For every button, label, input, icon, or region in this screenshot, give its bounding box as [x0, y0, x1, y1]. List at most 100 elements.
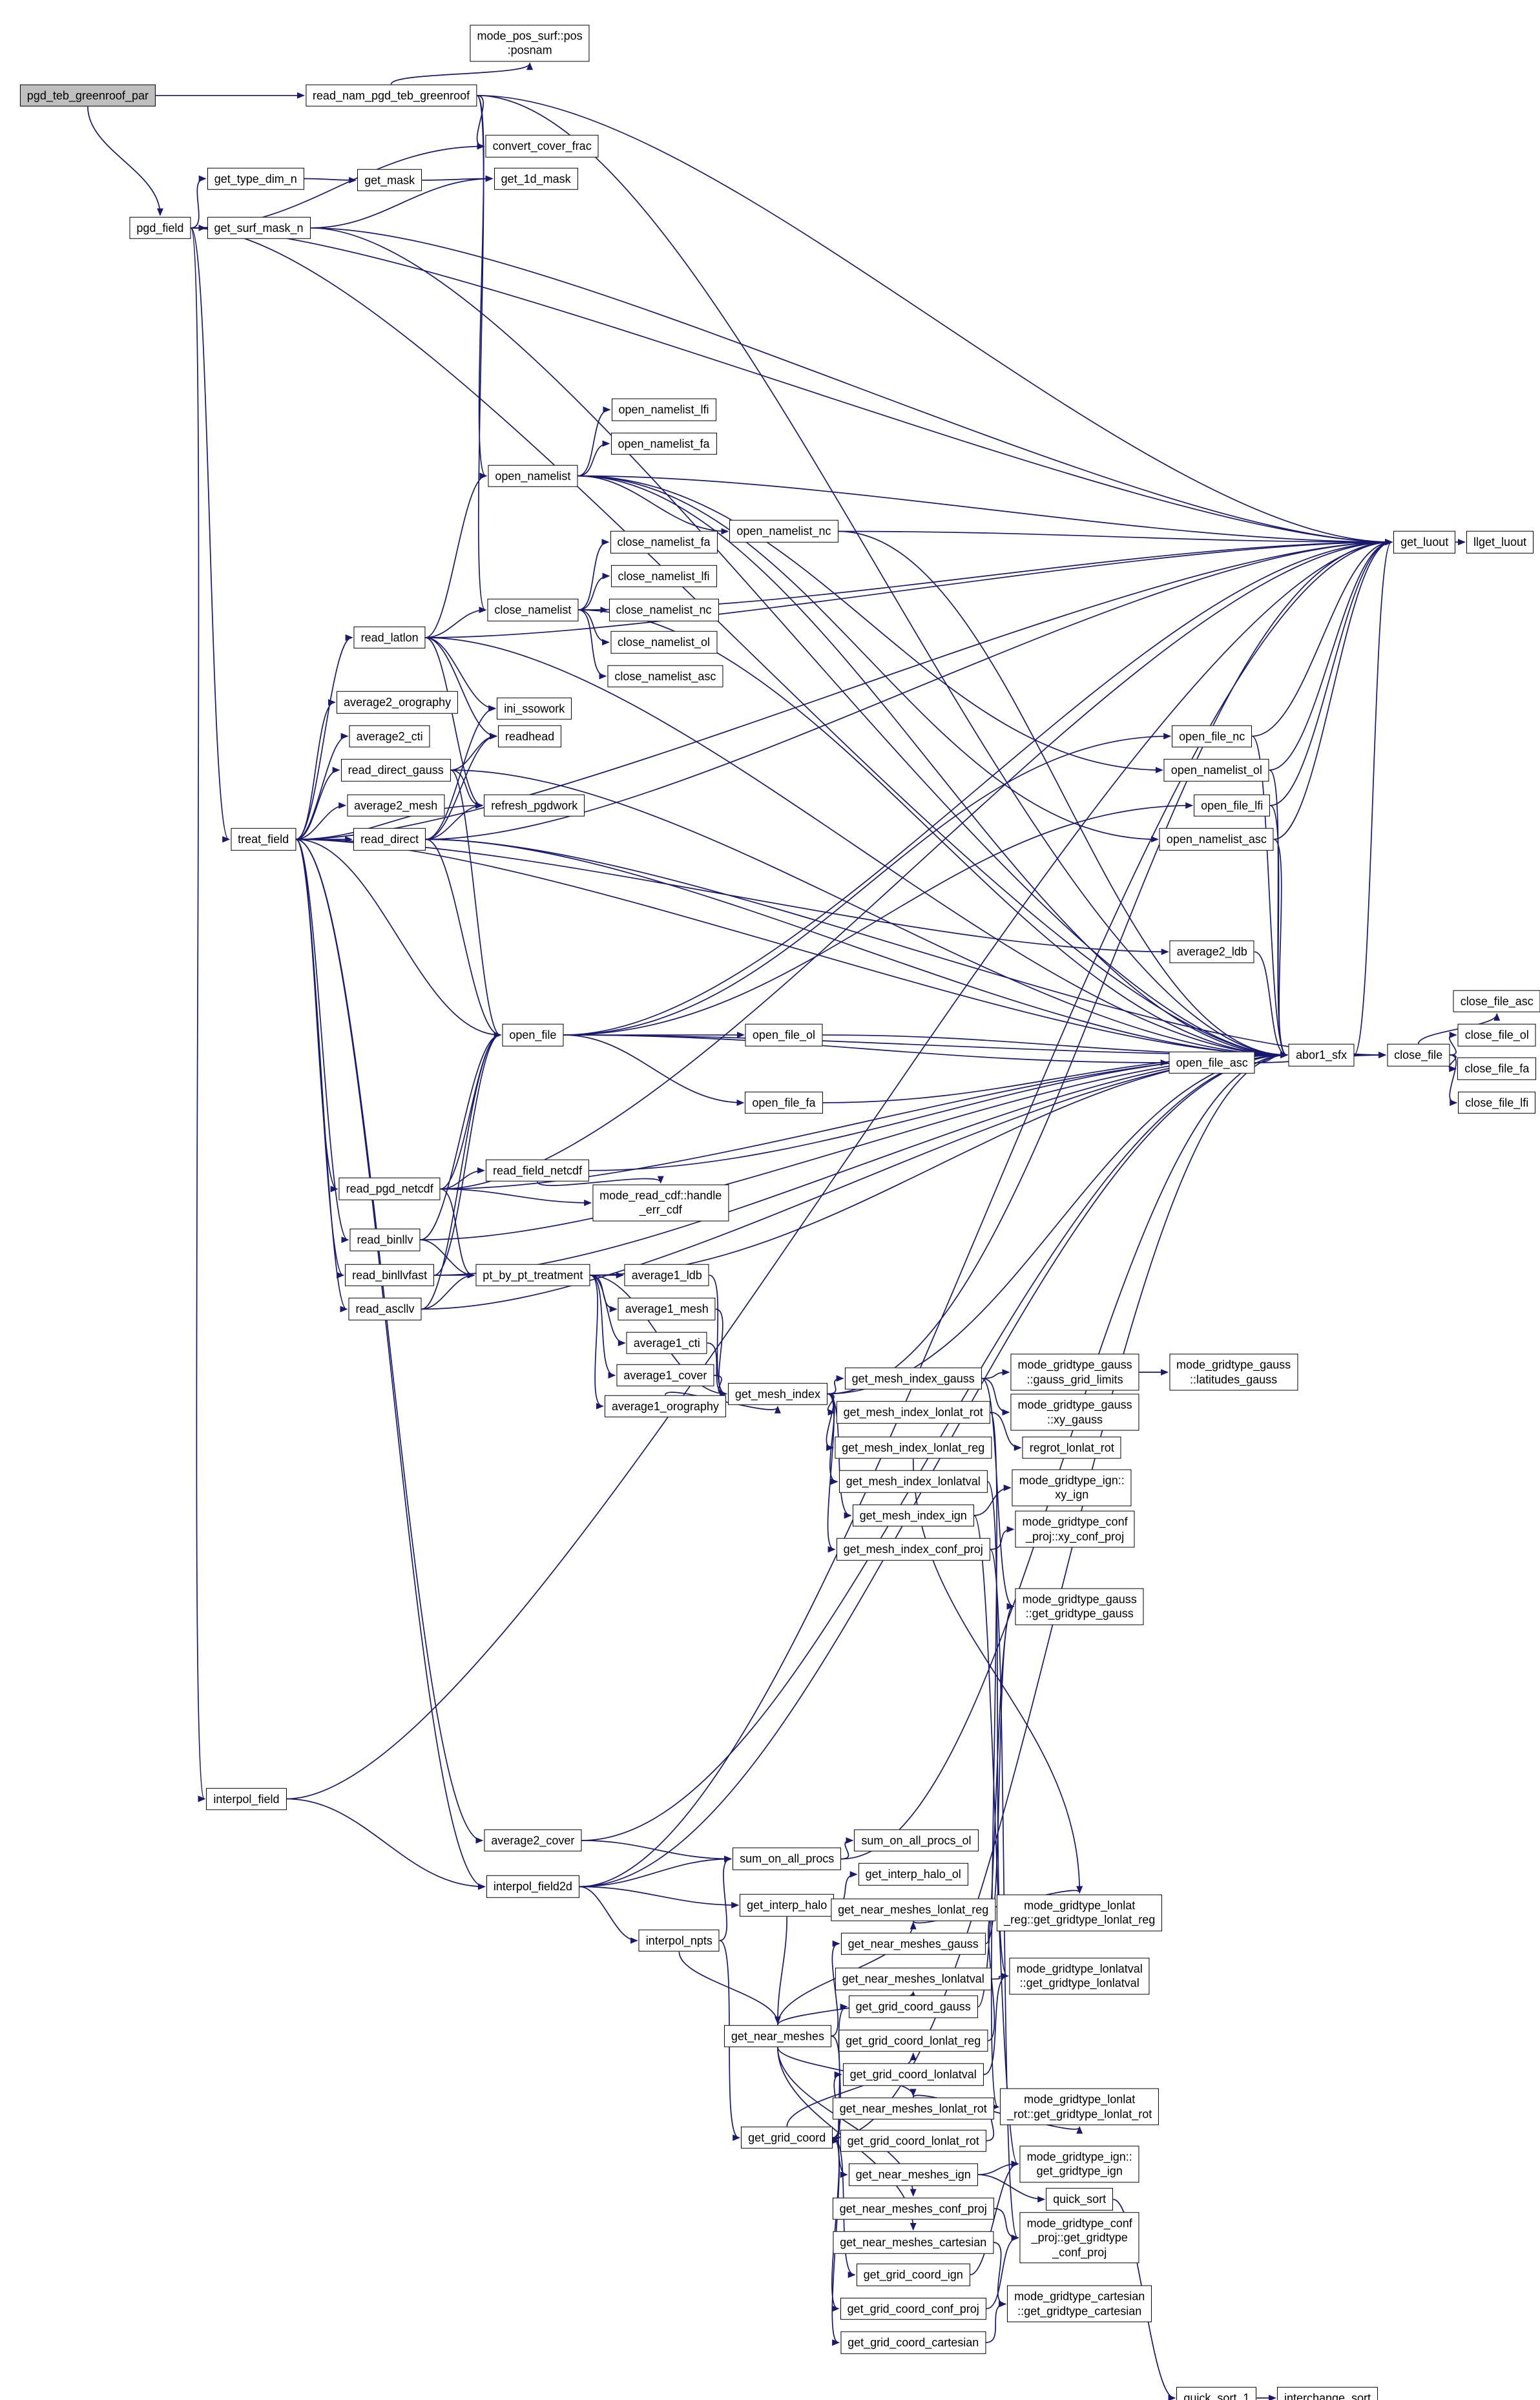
node-ini_ssowork[interactable]: ini_ssowork — [497, 697, 572, 720]
node-close_namelist_nc[interactable]: close_namelist_nc — [609, 598, 719, 621]
node-interchange_sort[interactable]: interchange_sort — [1276, 2386, 1379, 2400]
node-pt_by_pt_treatment[interactable]: pt_by_pt_treatment — [475, 1264, 590, 1287]
node-get_luout[interactable]: get_luout — [1393, 530, 1456, 554]
node-get_mesh_index_lonlat_rot[interactable]: get_mesh_index_lonlat_rot — [836, 1401, 990, 1424]
node-close_namelist[interactable]: close_namelist — [487, 598, 579, 621]
node-xy_ign[interactable]: mode_gridtype_ign:: xy_ign — [1012, 1469, 1132, 1507]
node-get_near_meshes_ign[interactable]: get_near_meshes_ign — [848, 2163, 978, 2186]
node-interpol_npts[interactable]: interpol_npts — [638, 1929, 720, 1952]
node-get_1d_mask[interactable]: get_1d_mask — [494, 167, 578, 190]
node-get_gridtype_lonlat_reg[interactable]: mode_gridtype_lonlat _reg::get_gridtype_… — [997, 1894, 1163, 1932]
node-read_ascllv[interactable]: read_ascllv — [348, 1298, 422, 1320]
node-get_grid_coord[interactable]: get_grid_coord — [741, 2126, 833, 2149]
node-get_mesh_index_lonlatval[interactable]: get_mesh_index_lonlatval — [838, 1470, 988, 1493]
node-close_file[interactable]: close_file — [1387, 1043, 1450, 1067]
node-get_gridtype_lonlatval[interactable]: mode_gridtype_lonlatval ::get_gridtype_l… — [1009, 1957, 1150, 1995]
node-read_binllvfast[interactable]: read_binllvfast — [345, 1264, 435, 1287]
node-pgd_field[interactable]: pgd_field — [129, 216, 191, 240]
node-close_file_asc[interactable]: close_file_asc — [1453, 990, 1540, 1012]
node-open_namelist_asc[interactable]: open_namelist_asc — [1159, 828, 1274, 851]
node-close_file_fa[interactable]: close_file_fa — [1457, 1058, 1537, 1080]
node-get_mask[interactable]: get_mask — [357, 169, 422, 192]
node-open_namelist_lfi[interactable]: open_namelist_lfi — [611, 398, 716, 421]
node-sum_on_all_procs_ol[interactable]: sum_on_all_procs_ol — [854, 1829, 979, 1852]
node-readhead[interactable]: readhead — [498, 725, 562, 747]
node-read_pgd_netcdf[interactable]: read_pgd_netcdf — [338, 1178, 441, 1200]
node-average1_cover[interactable]: average1_cover — [616, 1364, 714, 1387]
node-read_nam_pgd_teb_greenroof[interactable]: read_nam_pgd_teb_greenroof — [305, 84, 477, 107]
node-read_latlon[interactable]: read_latlon — [353, 626, 426, 649]
node-get_type_dim_n[interactable]: get_type_dim_n — [207, 167, 304, 190]
node-get_gridtype_conf_proj[interactable]: mode_gridtype_conf _proj::get_gridtype _… — [1019, 2212, 1139, 2264]
node-get_mesh_index_ign[interactable]: get_mesh_index_ign — [852, 1504, 974, 1527]
node-get_grid_coord_gauss[interactable]: get_grid_coord_gauss — [848, 1996, 978, 2018]
node-abor1_sfx[interactable]: abor1_sfx — [1288, 1043, 1354, 1067]
node-get_grid_coord_lonlat_reg[interactable]: get_grid_coord_lonlat_reg — [838, 2029, 988, 2052]
node-average2_mesh[interactable]: average2_mesh — [347, 794, 445, 817]
node-xy_conf_proj[interactable]: mode_gridtype_conf _proj::xy_conf_proj — [1015, 1510, 1135, 1548]
node-open_file_asc[interactable]: open_file_asc — [1169, 1051, 1255, 1074]
node-treat_field[interactable]: treat_field — [231, 828, 297, 851]
node-get_near_meshes_lonlat_reg[interactable]: get_near_meshes_lonlat_reg — [831, 1898, 996, 1921]
node-refresh_pgdwork[interactable]: refresh_pgdwork — [484, 794, 585, 817]
node-get_mesh_index_gauss[interactable]: get_mesh_index_gauss — [844, 1367, 982, 1390]
node-posnam[interactable]: mode_pos_surf::pos :posnam — [470, 25, 590, 62]
node-average1_orography[interactable]: average1_orography — [604, 1395, 726, 1417]
node-open_file_fa[interactable]: open_file_fa — [745, 1091, 823, 1114]
node-xy_gauss[interactable]: mode_gridtype_gauss ::xy_gauss — [1010, 1393, 1139, 1431]
node-average2_ldb[interactable]: average2_ldb — [1169, 941, 1254, 963]
node-average2_orography[interactable]: average2_orography — [337, 691, 459, 714]
node-read_binllv[interactable]: read_binllv — [349, 1228, 421, 1251]
node-convert_cover_frac[interactable]: convert_cover_frac — [485, 135, 599, 158]
node-get_surf_mask_n[interactable]: get_surf_mask_n — [207, 216, 311, 240]
node-latitudes_gauss[interactable]: mode_gridtype_gauss ::latitudes_gauss — [1169, 1353, 1298, 1391]
node-open_namelist_fa[interactable]: open_namelist_fa — [610, 432, 717, 455]
node-open_namelist[interactable]: open_namelist — [488, 464, 578, 487]
node-get_near_meshes_gauss[interactable]: get_near_meshes_gauss — [840, 1932, 986, 1955]
node-regrot_lonlat_rot[interactable]: regrot_lonlat_rot — [1022, 1436, 1121, 1459]
node-get_mesh_index_conf_proj[interactable]: get_mesh_index_conf_proj — [836, 1538, 990, 1561]
node-get_interp_halo[interactable]: get_interp_halo — [740, 1894, 835, 1917]
node-get_grid_coord_conf_proj[interactable]: get_grid_coord_conf_proj — [840, 2297, 986, 2320]
node-average1_mesh[interactable]: average1_mesh — [618, 1298, 716, 1320]
node-open_namelist_ol[interactable]: open_namelist_ol — [1163, 758, 1269, 782]
node-close_file_ol[interactable]: close_file_ol — [1457, 1023, 1536, 1047]
node-open_file_nc[interactable]: open_file_nc — [1172, 725, 1253, 747]
node-get_grid_coord_lonlatval[interactable]: get_grid_coord_lonlatval — [842, 2063, 984, 2086]
node-read_field_netcdf[interactable]: read_field_netcdf — [485, 1159, 590, 1182]
node-get_grid_coord_cartesian[interactable]: get_grid_coord_cartesian — [840, 2331, 986, 2354]
node-get_mesh_index[interactable]: get_mesh_index — [727, 1383, 827, 1405]
node-close_namelist_ol[interactable]: close_namelist_ol — [610, 631, 718, 654]
node-get_gridtype_gauss[interactable]: mode_gridtype_gauss ::get_gridtype_gauss — [1015, 1588, 1144, 1625]
node-open_file[interactable]: open_file — [502, 1023, 564, 1047]
node-average2_cti[interactable]: average2_cti — [349, 725, 430, 747]
node-read_direct[interactable]: read_direct — [353, 828, 426, 851]
node-close_namelist_asc[interactable]: close_namelist_asc — [607, 665, 723, 687]
node-open_namelist_nc[interactable]: open_namelist_nc — [729, 520, 838, 543]
node-pgd_teb_greenroof_par[interactable]: pgd_teb_greenroof_par — [19, 84, 156, 107]
node-gauss_grid_limits[interactable]: mode_gridtype_gauss ::gauss_grid_limits — [1010, 1353, 1139, 1391]
node-get_mesh_index_lonlat_reg[interactable]: get_mesh_index_lonlat_reg — [835, 1436, 992, 1459]
node-handle_err_cdf[interactable]: mode_read_cdf::handle _err_cdf — [592, 1184, 729, 1222]
node-sum_on_all_procs[interactable]: sum_on_all_procs — [733, 1848, 842, 1870]
node-average1_cti[interactable]: average1_cti — [626, 1331, 707, 1355]
node-open_file_lfi[interactable]: open_file_lfi — [1194, 794, 1271, 817]
node-llget_luout[interactable]: llget_luout — [1466, 530, 1534, 554]
node-close_namelist_fa[interactable]: close_namelist_fa — [610, 530, 718, 554]
node-get_gridtype_cartesian[interactable]: mode_gridtype_cartesian ::get_gridtype_c… — [1007, 2285, 1152, 2322]
node-get_interp_halo_ol[interactable]: get_interp_halo_ol — [858, 1863, 968, 1886]
node-close_namelist_lfi[interactable]: close_namelist_lfi — [610, 565, 717, 587]
node-average1_ldb[interactable]: average1_ldb — [624, 1264, 709, 1287]
node-interpol_field[interactable]: interpol_field — [206, 1788, 287, 1810]
node-get_near_meshes_conf_proj[interactable]: get_near_meshes_conf_proj — [832, 2197, 994, 2220]
node-get_near_meshes[interactable]: get_near_meshes — [723, 2025, 831, 2047]
node-get_near_meshes_cartesian[interactable]: get_near_meshes_cartesian — [833, 2231, 994, 2254]
node-get_gridtype_ign[interactable]: mode_gridtype_ign:: get_gridtype_ign — [1019, 2145, 1139, 2183]
node-quick_sort[interactable]: quick_sort — [1046, 2188, 1114, 2211]
node-close_file_lfi[interactable]: close_file_lfi — [1458, 1091, 1536, 1114]
node-get_grid_coord_lonlat_rot[interactable]: get_grid_coord_lonlat_rot — [840, 2129, 986, 2152]
node-get_near_meshes_lonlat_rot[interactable]: get_near_meshes_lonlat_rot — [832, 2097, 994, 2120]
node-get_grid_coord_ign[interactable]: get_grid_coord_ign — [856, 2263, 970, 2286]
node-average2_cover[interactable]: average2_cover — [484, 1829, 582, 1852]
node-read_direct_gauss[interactable]: read_direct_gauss — [340, 758, 451, 782]
